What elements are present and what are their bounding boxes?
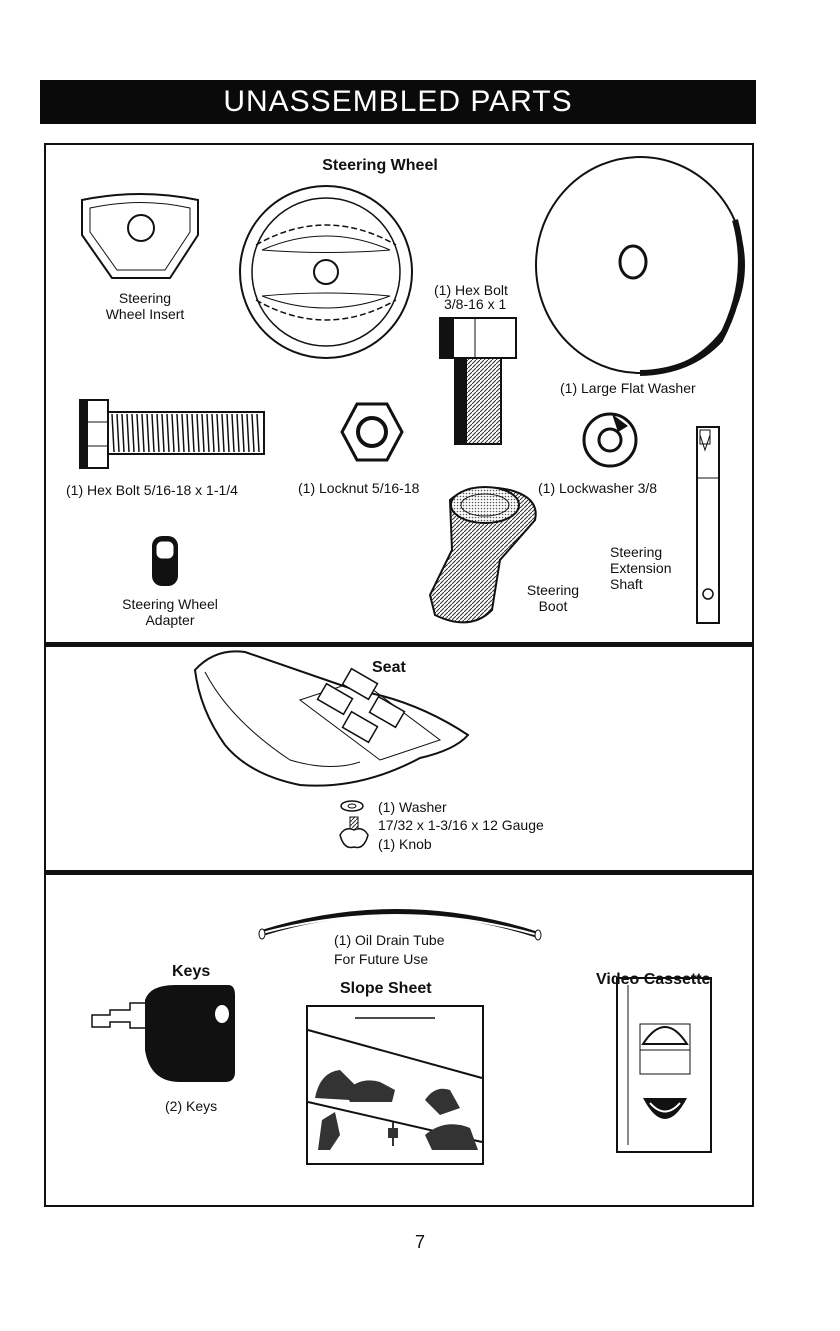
steering-wheel-adapter-icon — [152, 536, 178, 586]
adapter-label-line1: Steering Wheel — [122, 596, 218, 612]
steering-wheel-icon — [239, 185, 413, 359]
locknut-label: (1) Locknut 5/16-18 — [298, 480, 420, 496]
locknut-icon — [340, 402, 404, 462]
hex-bolt-long-label: (1) Hex Bolt 5/16-18 x 1-1/4 — [66, 482, 238, 498]
steering-wheel-insert-icon — [81, 193, 199, 279]
large-flat-washer-label: (1) Large Flat Washer — [560, 380, 696, 396]
page-title: UNASSEMBLED PARTS — [40, 80, 756, 124]
steering-wheel-title: Steering Wheel — [322, 157, 438, 174]
boot-label-line2: Boot — [538, 598, 568, 614]
lockwasher-icon — [582, 412, 638, 468]
lockwasher-label: (1) Lockwasher 3/8 — [538, 480, 658, 496]
misc-parts-panel — [44, 872, 754, 1207]
boot-label-line1: Steering — [526, 582, 580, 598]
insert-label-line2: Wheel Insert — [105, 306, 185, 322]
shaft-label-line2: Extension — [610, 560, 672, 576]
steering-boot-icon — [428, 486, 537, 624]
adapter-label-line2: Adapter — [145, 612, 195, 628]
seat-icon — [193, 650, 470, 787]
hex-bolt-long-icon — [79, 399, 265, 469]
large-flat-washer-icon — [535, 156, 745, 376]
knob-label: (1) Knob — [378, 836, 432, 852]
shaft-label-line1: Steering — [610, 544, 663, 560]
steering-extension-shaft-icon — [696, 426, 720, 624]
washer-label-line1: (1) Washer — [378, 799, 447, 815]
page-number: 7 — [414, 1232, 425, 1252]
video-cassette-title: Video Cassette — [596, 971, 711, 988]
seat-title: Seat — [372, 659, 406, 676]
keys-label: (2) Keys — [165, 1098, 218, 1114]
hex-bolt-small-label-line2: 3/8-16 x 1 — [444, 296, 507, 312]
video-cassette-icon — [616, 977, 712, 1153]
oil-tube-label-line2: For Future Use — [334, 951, 429, 967]
washer-icon — [340, 800, 364, 812]
keys-title: Keys — [172, 963, 211, 980]
slope-sheet-icon — [306, 1005, 484, 1165]
insert-label-line1: Steering — [118, 290, 172, 306]
hex-bolt-small-icon — [439, 317, 517, 445]
seat-parts-panel — [44, 644, 754, 872]
knob-icon — [339, 816, 369, 849]
washer-label-line2: 17/32 x 1-3/16 x 12 Gauge — [378, 817, 544, 833]
key-icon — [91, 985, 235, 1082]
oil-drain-tube-icon — [258, 909, 542, 941]
oil-tube-label-line1: (1) Oil Drain Tube — [334, 932, 445, 948]
hex-bolt-small-label-line1: (1) Hex Bolt — [434, 282, 508, 298]
shaft-label-line3: Shaft — [610, 576, 643, 592]
slope-sheet-title: Slope Sheet — [340, 980, 432, 997]
steering-parts-panel — [44, 143, 754, 644]
